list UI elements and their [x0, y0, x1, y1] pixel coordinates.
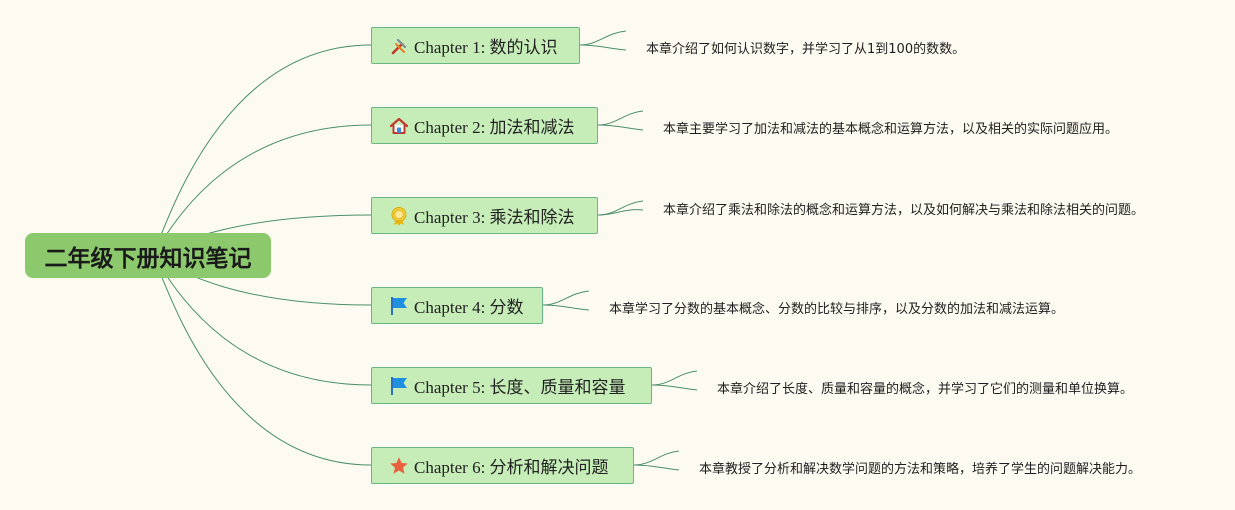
root-branch-6: [151, 254, 372, 466]
note-bracket-top-5: [651, 370, 698, 386]
tools-icon: [388, 35, 410, 57]
note-bracket-bottom-6: [633, 464, 680, 471]
note-bracket-top-6: [633, 450, 680, 466]
topic-chapter-3[interactable]: Chapter 3: 乘法和除法: [371, 197, 598, 234]
root-topic-label: 二年级下册知识笔记: [44, 245, 252, 272]
note-bracket-bottom-5: [651, 384, 698, 391]
topic-label: Chapter 4: 分数: [414, 298, 524, 317]
root-branch-1: [151, 44, 372, 256]
chapter-5-note: 本章介绍了长度、质量和容量的概念，并学习了它们的测量和单位换算。: [717, 382, 1134, 397]
chapter-2-note: 本章主要学习了加法和减法的基本概念和运算方法，以及相关的实际问题应用。: [663, 122, 1119, 137]
note-bracket-bottom-2: [597, 124, 644, 131]
topic-label: Chapter 2: 加法和减法: [414, 118, 575, 137]
blue-flag-icon: [388, 295, 410, 317]
topic-chapter-1[interactable]: Chapter 1: 数的认识: [371, 27, 580, 64]
topic-label: Chapter 6: 分析和解决问题: [414, 458, 609, 477]
topic-chapter-4[interactable]: Chapter 4: 分数: [371, 287, 543, 324]
topic-label: Chapter 5: 长度、质量和容量: [414, 378, 626, 397]
note-bracket-bottom-1: [579, 44, 627, 51]
topic-label: Chapter 3: 乘法和除法: [414, 208, 575, 227]
note-bracket-top-4: [542, 290, 590, 306]
blue-flag-icon: [388, 375, 410, 397]
chapter-6-note: 本章教授了分析和解决数学问题的方法和策略，培养了学生的问题解决能力。: [699, 462, 1142, 477]
topic-label: Chapter 1: 数的认识: [414, 38, 558, 57]
chapter-3-note: 本章介绍了乘法和除法的概念和运算方法，以及如何解决与乘法和除法相关的问题。: [663, 203, 1145, 218]
note-bracket-top-1: [579, 30, 627, 46]
house-icon: [388, 115, 410, 137]
note-bracket-top-2: [597, 110, 644, 126]
topic-chapter-5[interactable]: Chapter 5: 长度、质量和容量: [371, 367, 652, 404]
topic-chapter-6[interactable]: Chapter 6: 分析和解决问题: [371, 447, 634, 484]
star-icon: [388, 455, 410, 477]
award-icon: [388, 205, 410, 227]
note-bracket-top-3: [597, 200, 644, 216]
root-topic[interactable]: 二年级下册知识笔记: [25, 233, 271, 278]
chapter-4-note: 本章学习了分数的基本概念、分数的比较与排序，以及分数的加法和减法运算。: [609, 302, 1065, 317]
note-bracket-bottom-3: [597, 209, 644, 216]
note-bracket-bottom-4: [542, 304, 590, 311]
chapter-1-note: 本章介绍了如何认识数字，并学习了从1到100的数数。: [646, 42, 966, 57]
topic-chapter-2[interactable]: Chapter 2: 加法和减法: [371, 107, 598, 144]
